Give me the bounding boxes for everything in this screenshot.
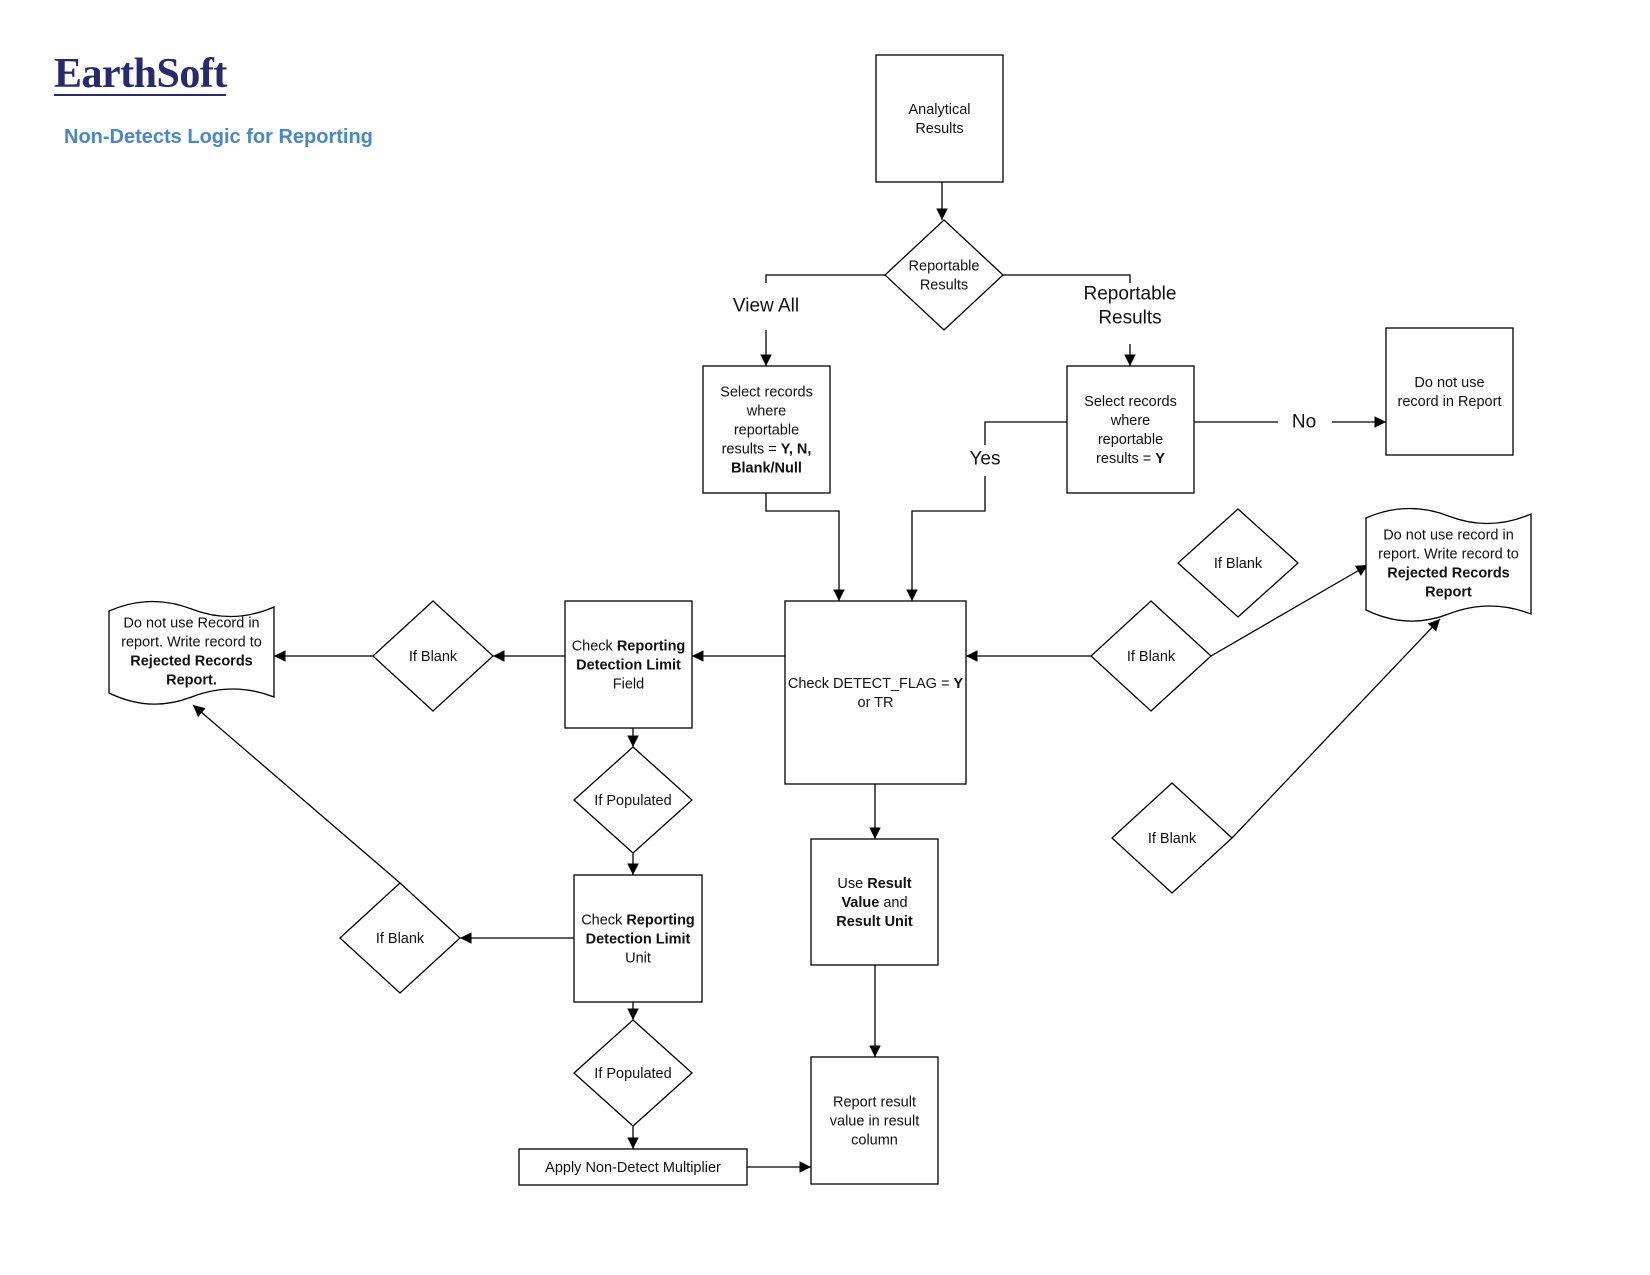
- page-title: Non-Detects Logic for Reporting: [64, 126, 373, 148]
- edge-select-to-yes-line: [984, 421, 1067, 445]
- if-blank-detect-flag-decision-label: If Blank: [1127, 649, 1176, 665]
- if-populated-unit-decision: [573, 1019, 693, 1127]
- if-populated-unit-decision-label: If Populated: [594, 1066, 671, 1082]
- apply-multiplier-box: [518, 1148, 748, 1186]
- do-not-use-record-box: [1385, 327, 1514, 456]
- edge-view-all-to-detect-flag: [765, 493, 845, 601]
- if-blank-rdl-unit-decision-label: If Blank: [376, 931, 425, 947]
- apply-multiplier-box-label: Apply Non-Detect Multiplier: [545, 1160, 721, 1176]
- reportable-results-decision: [884, 219, 1004, 331]
- edge-decision-right-line: [1003, 274, 1131, 283]
- check-rdl-field-box: [564, 600, 693, 729]
- select-reportable-records-box: [1066, 365, 1195, 494]
- if-blank-bottom-decision: [1111, 782, 1233, 894]
- if-populated-field-decision-label: If Populated: [594, 793, 671, 809]
- edge-yes-to-detect-flag: [906, 476, 986, 601]
- if-blank-bottom-decision-label: If Blank: [1148, 831, 1197, 847]
- view-all-label: View All: [733, 296, 799, 317]
- check-detect-flag-box: [784, 600, 967, 785]
- report-result-box: [810, 1056, 939, 1185]
- edge-if-blank-to-rejected-right: [1210, 564, 1369, 657]
- select-all-records-box: [702, 365, 831, 494]
- edge-if-blank-bottom-to-rejected-right: [1231, 618, 1441, 839]
- if-blank-rdl-unit-decision: [339, 882, 461, 994]
- logo-underline: [54, 94, 226, 96]
- yes-label: Yes: [970, 449, 1001, 470]
- rejected-records-right-doc: [1365, 507, 1532, 622]
- rejected-records-left-doc: [108, 600, 275, 705]
- check-rdl-unit-box: [573, 874, 703, 1003]
- edge-decision-left-line: [765, 274, 885, 283]
- if-blank-detect-flag-decision: [1090, 600, 1212, 712]
- earthsoft-logo: EarthSoft: [54, 51, 227, 97]
- if-blank-top-decision-label: If Blank: [1214, 556, 1263, 572]
- if-populated-field-decision: [573, 746, 693, 854]
- edge-if-blank-unit-to-rejected-left: [192, 704, 401, 884]
- if-blank-top-decision: [1177, 508, 1299, 618]
- use-result-value-box: [810, 838, 939, 966]
- if-blank-rdl-field-decision-label: If Blank: [409, 649, 458, 665]
- no-label: No: [1292, 412, 1316, 433]
- analytical-results-box: [875, 54, 1004, 183]
- if-blank-rdl-field-decision: [372, 600, 494, 712]
